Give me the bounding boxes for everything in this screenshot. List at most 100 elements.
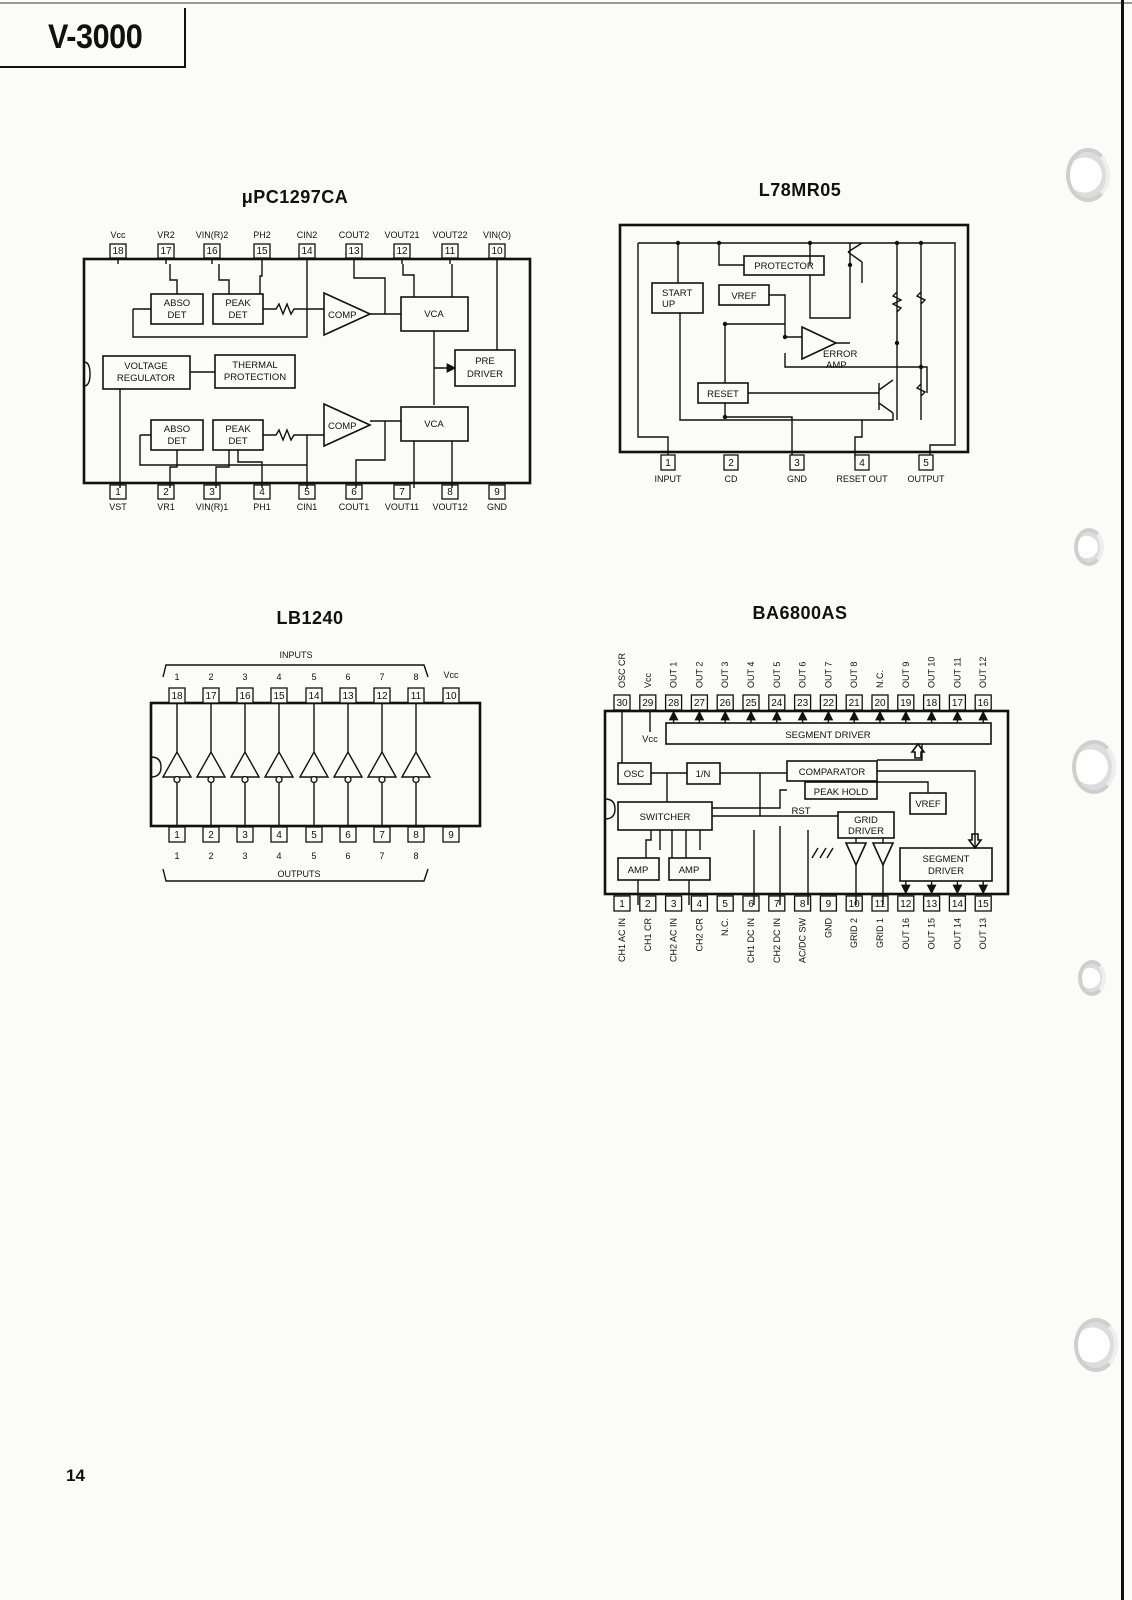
pin-number: 16: [978, 698, 990, 709]
pin-number: 5: [311, 830, 317, 841]
buffer-bubble: [207, 775, 215, 784]
svg-text:INPUTS: INPUTS: [279, 650, 312, 660]
pin-label: CH2 DC IN: [772, 918, 782, 963]
pin-label: VR2: [157, 230, 175, 240]
pin-label: VOUT21: [384, 230, 419, 240]
pin-number: 17: [205, 691, 217, 702]
pin-box: [819, 694, 838, 711]
binder-hole: [1078, 960, 1106, 996]
pin-box: [768, 694, 786, 711]
pin-box: [639, 895, 657, 912]
pin-box: [845, 895, 863, 912]
pin-box: [373, 826, 391, 843]
pin-number: 13: [342, 691, 354, 702]
pin-label: VOUT12: [432, 502, 467, 512]
pin-box: [639, 694, 657, 711]
pin-number: 7: [774, 899, 780, 910]
pin-number: 1: [665, 458, 671, 469]
pin-label: CD: [725, 474, 738, 484]
svg-text:1/N: 1/N: [696, 769, 711, 780]
pin-number: 15: [256, 246, 268, 257]
binder-hole: [1074, 1318, 1118, 1372]
input-number: 4: [276, 672, 281, 682]
lb1240-package: [149, 701, 482, 828]
pin-label: OUT 16: [901, 918, 911, 949]
l78mr05-diagram: PROTECTOR START UP VREF ERROR AMP RESET …: [618, 223, 970, 484]
pin-number: 13: [926, 899, 938, 910]
output-number: 7: [379, 851, 384, 861]
pin-label: VIN(R)2: [196, 230, 229, 240]
pin-label: N.C.: [720, 918, 730, 936]
svg-text:SWITCHER: SWITCHER: [640, 812, 691, 823]
binder-hole: [1072, 740, 1116, 794]
svg-text:PEAK HOLD: PEAK HOLD: [814, 787, 869, 798]
pin-label: PH2: [253, 230, 271, 240]
pin-number: 5: [722, 899, 728, 910]
pin-number: 2: [163, 487, 169, 498]
pin-number: 3: [671, 899, 677, 910]
pin-number: 16: [239, 691, 251, 702]
pin-number: 2: [208, 830, 214, 841]
input-number: 8: [413, 672, 418, 682]
svg-text:OUTPUTS: OUTPUTS: [277, 869, 320, 879]
pin-number: 1: [174, 830, 180, 841]
buffer-bubble: [173, 775, 181, 784]
pin-number: 4: [276, 830, 282, 841]
svg-text:SEGMENT: SEGMENT: [923, 854, 970, 865]
pin-number: 11: [411, 691, 422, 702]
pin-box: [270, 826, 288, 843]
pin-number: 22: [823, 698, 835, 709]
top-rule: [0, 2, 1132, 4]
pin-number: 29: [642, 698, 654, 709]
pin-label: CH2 CR: [694, 918, 704, 952]
pin-label: CIN1: [297, 502, 318, 512]
pin-box: [716, 694, 734, 711]
pin-box: [723, 454, 739, 471]
ba6800as-title: BA6800AS: [752, 603, 848, 623]
pin-label: OSC CR: [617, 652, 627, 688]
pin-number: 18: [171, 691, 183, 702]
pin-number: 6: [351, 487, 357, 498]
pin-box: [613, 895, 631, 912]
input-number: 7: [379, 672, 384, 682]
grid-driver-block: [837, 811, 895, 839]
pin-number: 14: [952, 899, 964, 910]
pin-number: 24: [771, 698, 783, 709]
svg-text:Vcc: Vcc: [642, 734, 658, 745]
input-number: 5: [311, 672, 316, 682]
pin-number: 6: [345, 830, 351, 841]
svg-text:PEAK: PEAK: [225, 424, 251, 435]
pin-box: [488, 484, 506, 500]
pin-number: 4: [697, 899, 703, 910]
svg-text:DRIVER: DRIVER: [928, 866, 964, 877]
svg-text:AMP: AMP: [826, 360, 847, 371]
output-number: 2: [208, 851, 213, 861]
pin-label: OUT 3: [720, 662, 730, 688]
svg-text:ERROR: ERROR: [823, 349, 857, 360]
pin-box: [168, 826, 186, 843]
pin-label: PH1: [253, 502, 271, 512]
lb1240-title: LB1240: [276, 608, 344, 628]
pin-box: [441, 484, 459, 500]
pin-box: [974, 895, 992, 912]
pin-number: 19: [900, 698, 912, 709]
svg-text:ABSO: ABSO: [164, 424, 190, 435]
pin-number: 17: [160, 246, 172, 257]
pin-number: 18: [112, 246, 124, 257]
buffer-bubble: [412, 775, 420, 784]
pin-number: 30: [616, 698, 628, 709]
buffer-gate: [366, 703, 398, 826]
pin-number: 5: [923, 458, 929, 469]
upc1297ca-diagram: 18Vcc17VR216VIN(R)215PH214CIN213COUT212V…: [82, 230, 532, 512]
l78mr05-package: [618, 223, 970, 454]
pin-box: [845, 694, 863, 711]
pin-box: [109, 484, 127, 500]
page-number: 14: [66, 1466, 85, 1485]
pin-label: VOUT22: [432, 230, 467, 240]
svg-text:PROTECTOR: PROTECTOR: [754, 261, 814, 272]
pin-box: [157, 484, 175, 500]
pin-number: 25: [745, 698, 757, 709]
pin-box: [393, 243, 411, 259]
pin-number: 26: [720, 698, 732, 709]
